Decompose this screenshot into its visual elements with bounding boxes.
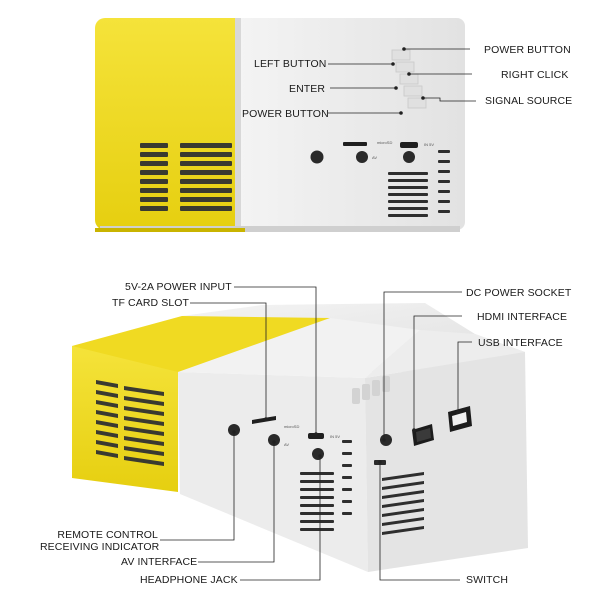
bottom-right-top bbox=[365, 330, 525, 378]
bottom-headphone-jack bbox=[312, 448, 324, 460]
top-av-jack bbox=[356, 151, 368, 163]
label-hdmi-interface: HDMI INTERFACE bbox=[477, 311, 568, 323]
top-power-port bbox=[400, 142, 418, 148]
top-buttons bbox=[391, 49, 427, 109]
label-switch: SWITCH bbox=[466, 574, 509, 586]
bottom-white-top bbox=[178, 318, 420, 378]
bottom-yellow-vents bbox=[96, 380, 164, 466]
label-remote-control-line2: RECEIVING INDICATOR bbox=[40, 541, 160, 553]
top-seam bbox=[235, 18, 241, 230]
top-headphone-jack bbox=[403, 151, 415, 163]
top-port-label-in5v: IN 5V bbox=[424, 142, 434, 147]
label-right-click: RIGHT CLICK bbox=[501, 69, 569, 81]
top-white-panel bbox=[235, 18, 465, 230]
bottom-port-label-in5v: IN 5V bbox=[330, 434, 340, 439]
label-tf-card-slot: TF CARD SLOT bbox=[112, 297, 190, 309]
label-power-button-right: POWER BUTTON bbox=[484, 44, 571, 56]
label-enter: ENTER bbox=[289, 83, 326, 95]
label-power-input: 5V-2A POWER INPUT bbox=[125, 281, 232, 293]
bottom-yellow-top bbox=[72, 316, 340, 372]
label-left-button: LEFT BUTTON bbox=[254, 58, 327, 70]
top-leader-lines bbox=[328, 47, 476, 115]
bottom-ir-sensor bbox=[228, 424, 240, 436]
top-yellow-panel bbox=[95, 18, 245, 230]
label-signal-source: SIGNAL SOURCE bbox=[485, 95, 573, 107]
top-ir-sensor bbox=[310, 150, 324, 164]
bottom-port-label-av: AV bbox=[284, 442, 289, 447]
top-projector: microSD IN 5V AV bbox=[95, 18, 476, 232]
bottom-right-vents bbox=[382, 472, 424, 535]
bottom-usb-inner bbox=[452, 412, 467, 426]
top-port-label-microsd: microSD bbox=[377, 140, 392, 145]
top-port-label-av: AV bbox=[372, 155, 377, 160]
label-usb-interface: USB INTERFACE bbox=[478, 337, 563, 349]
top-white-vents bbox=[388, 150, 450, 217]
bottom-projector: microSD IN 5V AV bbox=[72, 286, 528, 581]
top-yellow-vents bbox=[140, 143, 232, 211]
label-remote-control-line1: REMOTE CONTROL bbox=[57, 529, 158, 541]
top-bottom-edge bbox=[100, 226, 460, 232]
bottom-microsd-slot bbox=[252, 416, 276, 424]
label-dc-power-socket: DC POWER SOCKET bbox=[466, 287, 572, 299]
bottom-port-label-microsd: microSD bbox=[284, 424, 299, 429]
top-yellow-shadow bbox=[95, 228, 245, 232]
label-headphone-jack: HEADPHONE JACK bbox=[140, 574, 238, 586]
bottom-right-face bbox=[365, 352, 528, 572]
label-av-interface: AV INTERFACE bbox=[121, 556, 198, 568]
label-power-button-left: POWER BUTTON bbox=[242, 108, 329, 120]
bottom-white-front bbox=[178, 372, 368, 572]
bottom-power-port bbox=[308, 433, 324, 439]
top-microsd-slot bbox=[343, 142, 367, 146]
bottom-leader-lines bbox=[160, 286, 472, 581]
bottom-av-jack bbox=[268, 434, 280, 446]
bottom-dc-socket bbox=[380, 434, 392, 446]
bottom-front-vents bbox=[300, 440, 352, 531]
bottom-hdmi-inner bbox=[416, 428, 431, 442]
